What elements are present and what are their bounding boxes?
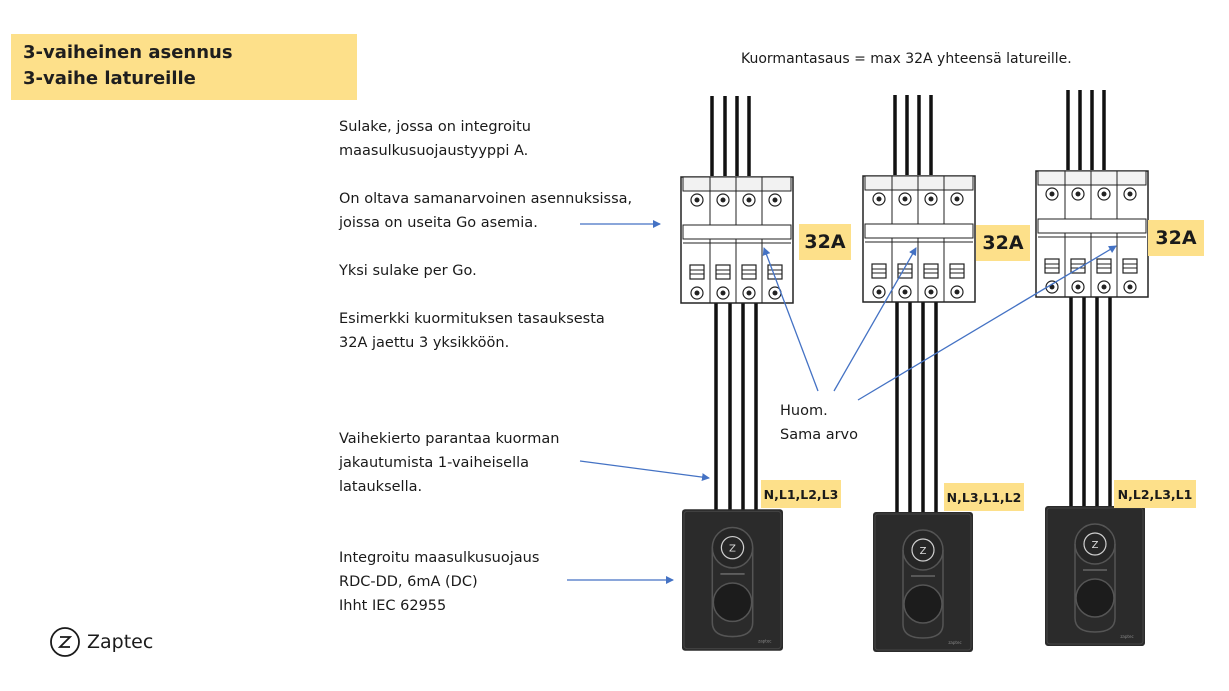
charger-wires-3 [1069,296,1112,512]
supply-wires-3 [1066,90,1106,170]
one-fuse-note: Yksi sulake per Go. [339,259,477,283]
arrow-huom-3 [857,245,1117,401]
same-value-line: On oltava samanarvoinen asennuksissa, [339,191,633,207]
huom-line: Sama arvo [780,427,859,443]
unit-2 [862,95,976,652]
unit-3 [1035,90,1149,646]
supply-wires-1 [710,96,751,176]
same-value-line: joissa on useita Go asemia. [339,215,538,231]
phase-rotation-line: Vaihekierto parantaa kuorman [339,431,560,447]
title-line-2: 3-vaihe latureille [23,68,196,89]
breaker-3 [1035,170,1149,298]
example-line: Esimerkki kuormituksen tasauksesta [339,311,605,327]
charger-1 [682,508,783,652]
breaker-1 [680,176,794,304]
supply-wires-2 [893,95,933,175]
fuse-note: Sulake, jossa on integroitu maasulkusuoj… [339,115,531,163]
arrow-phase-rotation [579,460,710,482]
breaker-2 [862,175,976,303]
phase-order-3: N,L2,L3,L1 [1114,480,1196,508]
huom-note: Huom. Sama arvo [780,399,858,447]
charger-2 [872,512,974,652]
arrow-huom-1 [762,247,819,392]
phase-rotation-line: jakautumista 1-vaiheisella [339,455,530,471]
unit-1 [680,96,794,652]
rdc-line: Ihht IEC 62955 [339,598,447,614]
breaker-rating-2: 32A [976,225,1030,261]
title-box: 3-vaiheinen asennus 3-vaihe latureille [11,34,357,100]
breaker-rating-3: 32A [1148,220,1204,256]
rdc-note: Integroitu maasulkusuojaus RDC-DD, 6mA (… [339,546,539,618]
example-note: Esimerkki kuormituksen tasauksesta 32A j… [339,307,605,355]
logo-text: Zaptec [87,631,154,653]
charger-3 [1044,506,1146,646]
title-line-1: 3-vaiheinen asennus [23,42,233,63]
rdc-line: Integroitu maasulkusuojaus [339,550,540,566]
zaptec-logo: Zaptec [49,626,153,658]
rdc-line: RDC-DD, 6mA (DC) [339,574,478,590]
phase-order-2: N,L3,L1,L2 [944,483,1024,511]
charger-wires-1 [714,302,758,514]
fuse-note-line: Sulake, jossa on integroitu [339,119,531,135]
phase-rotation-line: latauksella. [339,479,423,495]
arrow-huom-2 [833,247,917,392]
huom-line: Huom. [780,403,828,419]
one-fuse-line: Yksi sulake per Go. [339,263,477,279]
phase-rotation-note: Vaihekierto parantaa kuorman jakautumist… [339,427,559,499]
annotation-arrows [567,220,1117,584]
load-balancing-note: Kuormantasaus = max 32A yhteensä laturei… [741,51,1072,67]
fuse-note-line: maasulkusuojaustyyppi A. [339,143,529,159]
phase-order-1: N,L1,L2,L3 [761,480,841,508]
example-line: 32A jaettu 3 yksikköön. [339,335,510,351]
same-value-note: On oltava samanarvoinen asennuksissa, jo… [339,187,632,235]
breaker-rating-1: 32A [799,224,851,260]
zaptec-z-icon [50,627,80,657]
charger-wires-2 [895,300,938,518]
